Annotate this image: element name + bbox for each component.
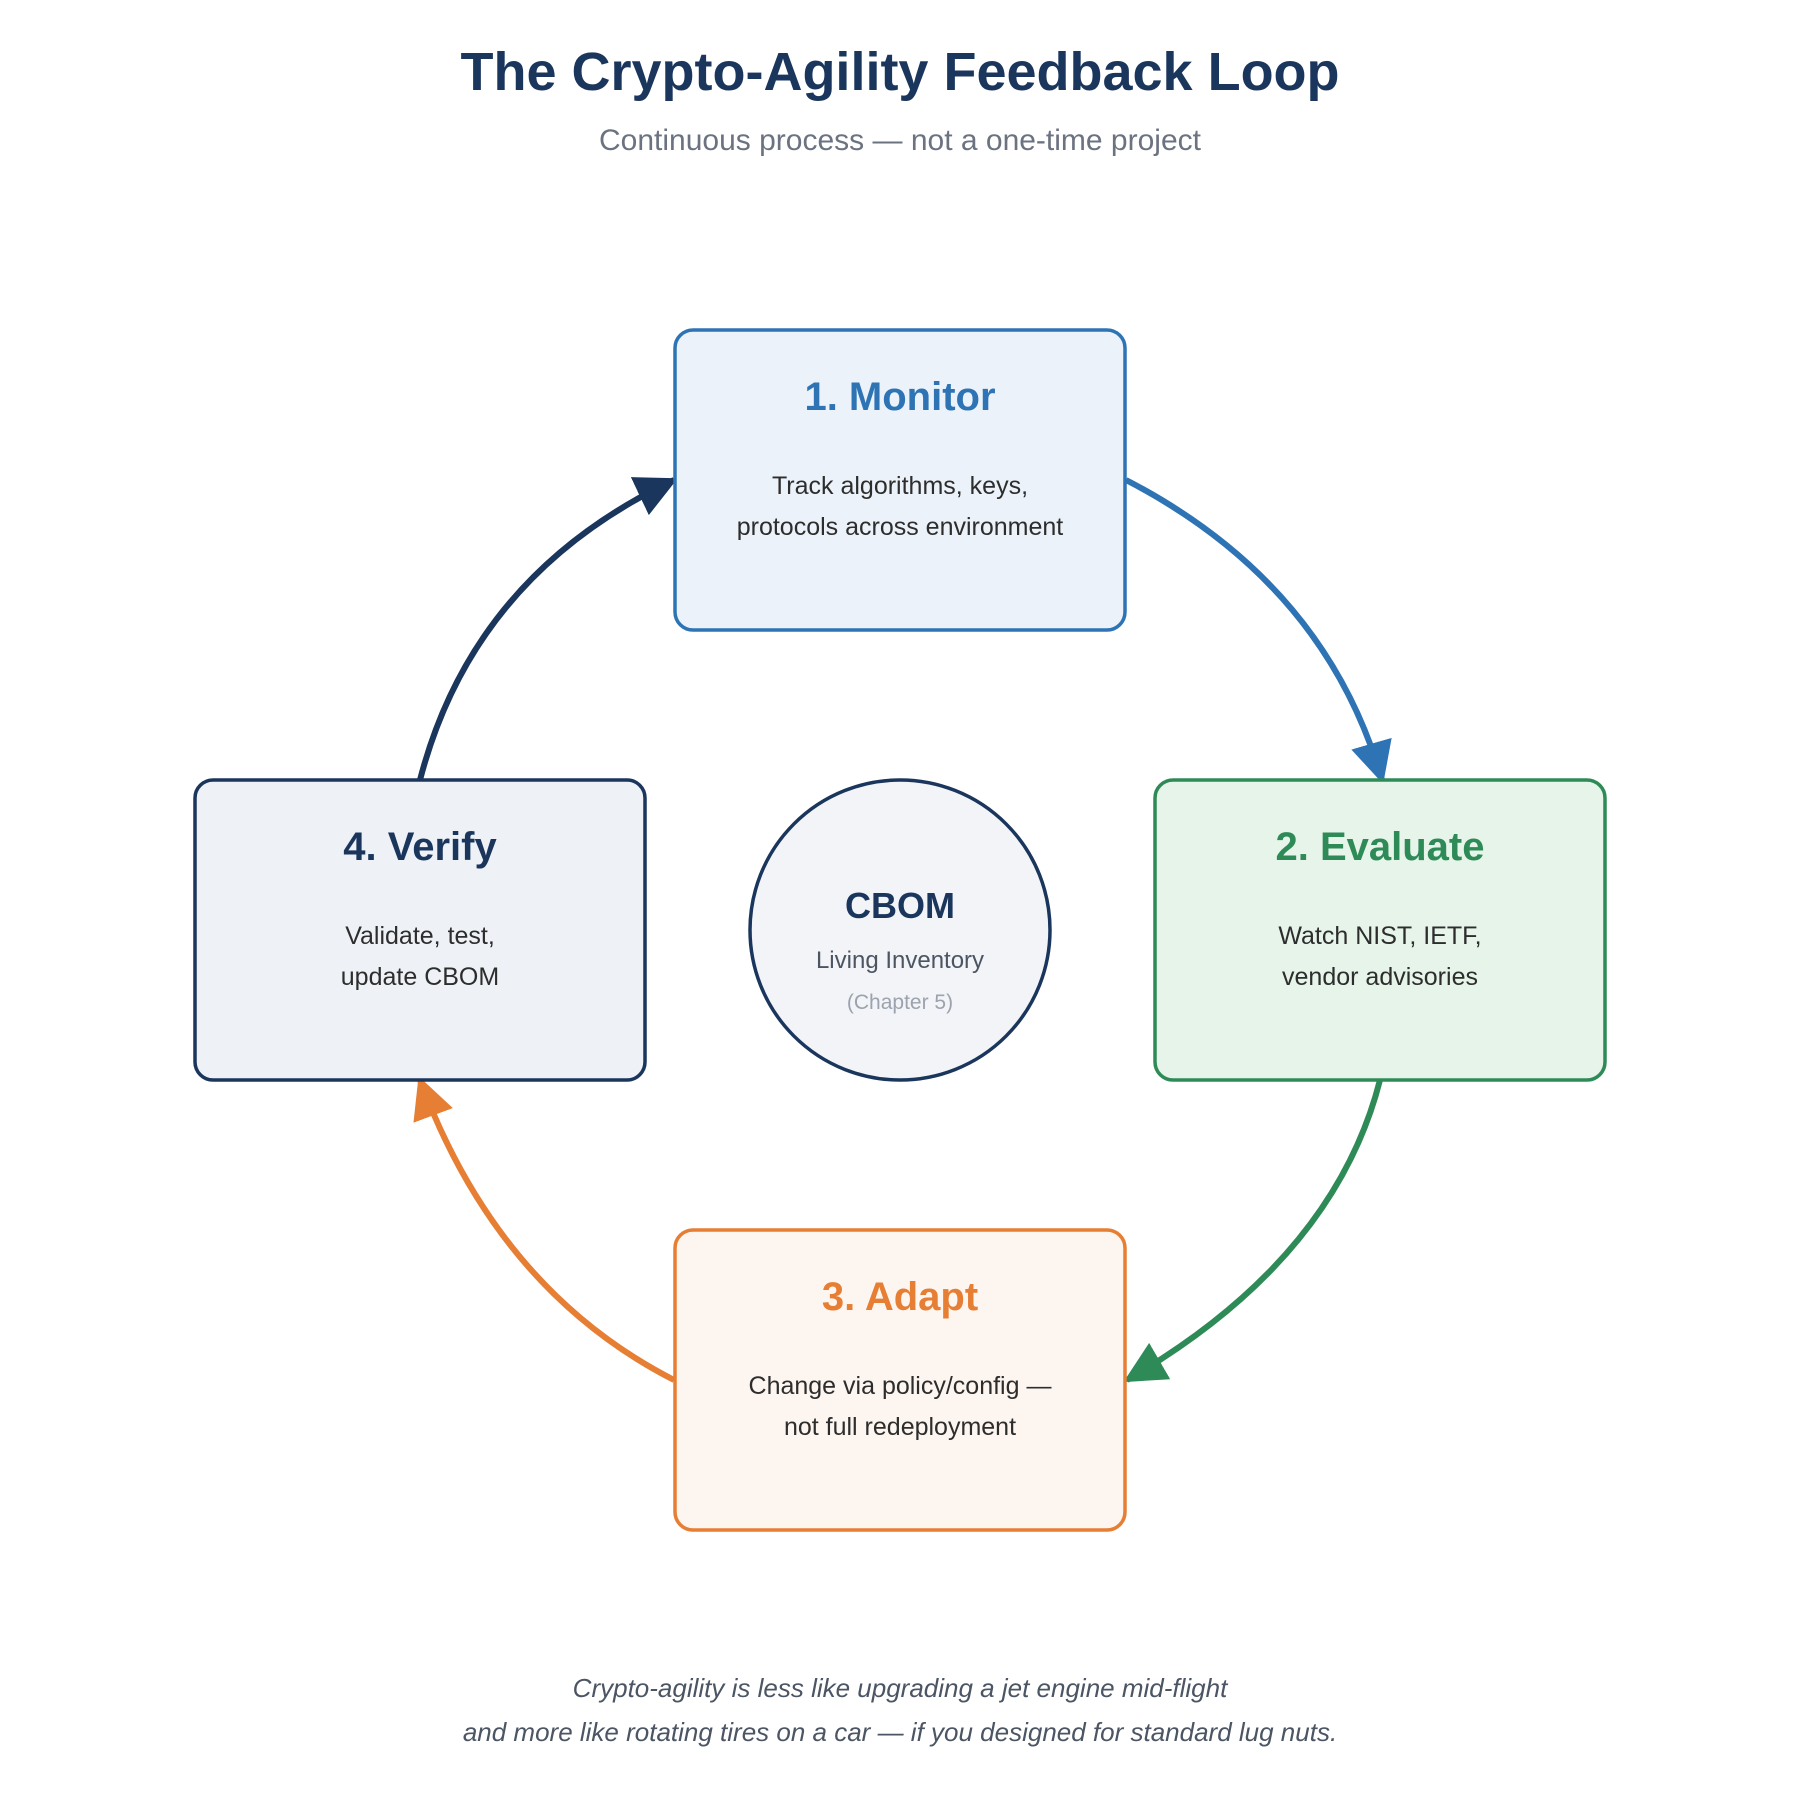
arrow-monitor-to-evaluate [1124, 477, 1392, 785]
step-evaluate-box [1153, 778, 1607, 1082]
arrow-verify-to-monitor [417, 477, 678, 781]
footer-line-2: and more like rotating tires on a car — … [463, 1717, 1337, 1747]
step-adapt-desc-line: not full redeployment [784, 1413, 1016, 1441]
step-monitor-desc-line: Track algorithms, keys, [772, 472, 1028, 500]
loop-arrows [413, 477, 1392, 1383]
cbom-hub-circle [748, 778, 1052, 1082]
step-verify-box [193, 778, 647, 1082]
step-verify-title: 4. Verify [343, 825, 497, 869]
footer-line-1: Crypto-agility is less like upgrading a … [573, 1673, 1229, 1703]
cbom-hub-title: CBOM [845, 885, 955, 926]
step-monitor-desc-line: protocols across environment [737, 513, 1064, 541]
step-adapt-title: 3. Adapt [822, 1275, 978, 1319]
arrow-evaluate-to-adapt [1123, 1079, 1383, 1383]
cbom-hub-subtitle: Living Inventory [816, 947, 984, 974]
arrow-adapt-to-verify [413, 1076, 676, 1383]
step-verify-desc-line: Validate, test, [345, 922, 495, 950]
page-subtitle: Continuous process — not a one-time proj… [599, 124, 1202, 157]
step-adapt-desc-line: Change via policy/config — [749, 1372, 1052, 1400]
step-monitor-box [673, 328, 1127, 632]
step-evaluate-title: 2. Evaluate [1275, 825, 1484, 869]
cbom-hub-note: (Chapter 5) [847, 991, 953, 1014]
cbom-hub: CBOM Living Inventory (Chapter 5) [748, 778, 1052, 1082]
step-evaluate-desc-line: vendor advisories [1282, 963, 1478, 991]
step-monitor-title: 1. Monitor [804, 375, 995, 419]
page-title: The Crypto-Agility Feedback Loop [460, 42, 1339, 102]
step-evaluate-desc-line: Watch NIST, IETF, [1278, 922, 1481, 950]
step-adapt-box [673, 1228, 1127, 1532]
step-verify-desc-line: update CBOM [341, 963, 499, 991]
